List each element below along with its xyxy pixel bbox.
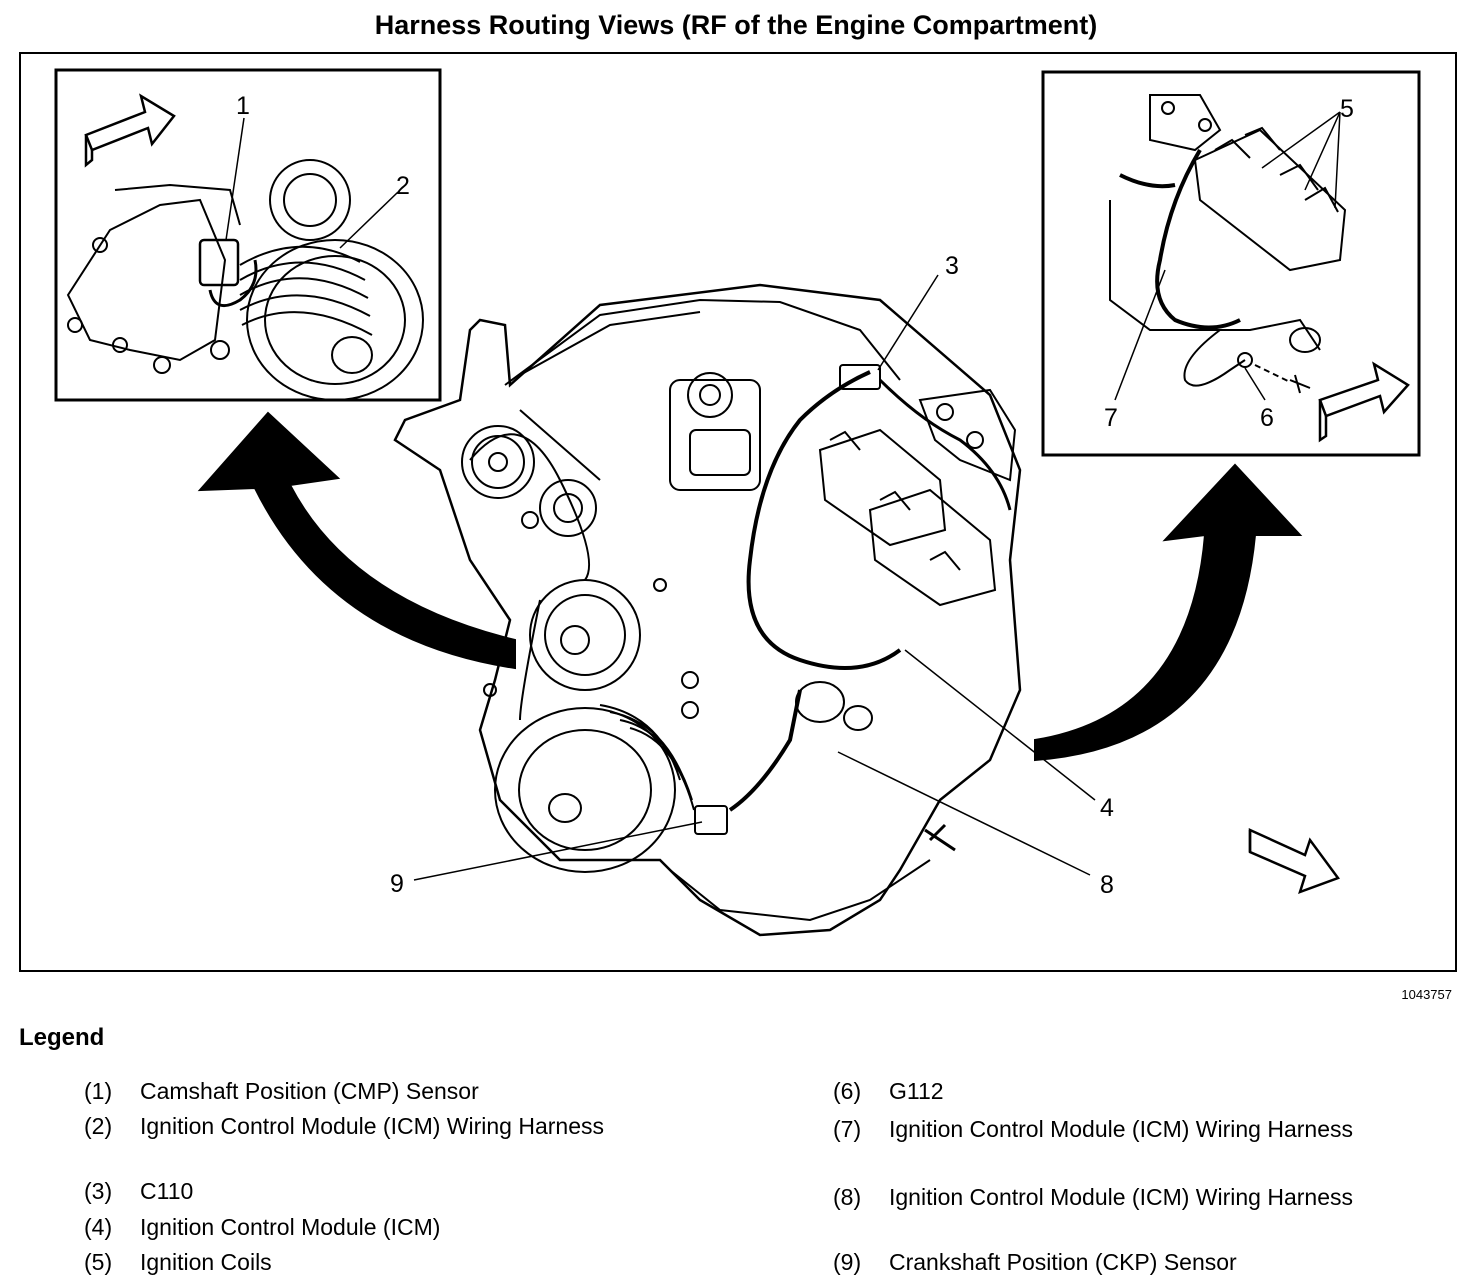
right-curved-arrow xyxy=(1034,463,1303,762)
callout-1: 1 xyxy=(236,92,250,120)
callout-9: 9 xyxy=(390,870,404,898)
engine-block xyxy=(393,283,1022,937)
engine-illustration xyxy=(54,68,1421,937)
left-inset xyxy=(54,68,442,402)
legend-item-text: C110 xyxy=(140,1178,194,1204)
legend-item-text: Crankshaft Position (CKP) Sensor xyxy=(889,1249,1237,1275)
figure-number: 1043757 xyxy=(1401,987,1452,1002)
legend-item-number: (6) xyxy=(833,1078,862,1104)
legend-item-number: (5) xyxy=(84,1249,113,1275)
legend-item-number: (4) xyxy=(84,1214,113,1240)
legend-item-text: Ignition Control Module (ICM) Wiring Har… xyxy=(889,1184,1353,1210)
callout-4: 4 xyxy=(1100,794,1114,822)
left-curved-arrow xyxy=(197,411,516,670)
callout-3: 3 xyxy=(945,252,959,280)
legend-item-number: (2) xyxy=(84,1113,113,1139)
diagram-frame xyxy=(19,52,1457,972)
callout-5: 5 xyxy=(1340,95,1354,123)
legend-item-number: (7) xyxy=(833,1116,862,1142)
callout-6: 6 xyxy=(1260,404,1274,432)
legend-item-text: Ignition Control Module (ICM) xyxy=(140,1214,441,1240)
diagram-title: Harness Routing Views (RF of the Engine … xyxy=(374,10,1098,40)
callout-7: 7 xyxy=(1104,404,1118,432)
callout-8: 8 xyxy=(1100,871,1114,899)
legend-item-text: G112 xyxy=(889,1078,944,1104)
legend-item-text: Ignition Coils xyxy=(140,1249,272,1275)
legend-item-number: (9) xyxy=(833,1249,862,1275)
legend-item-text: Ignition Control Module (ICM) Wiring Har… xyxy=(889,1116,1353,1142)
legend-item-text: Ignition Control Module (ICM) Wiring Har… xyxy=(140,1113,604,1139)
legend-item-text: Camshaft Position (CMP) Sensor xyxy=(140,1078,479,1104)
legend-item-number: (8) xyxy=(833,1184,862,1210)
right-inset xyxy=(1041,70,1421,457)
legend-item-number: (3) xyxy=(84,1178,113,1204)
legend-heading: Legend xyxy=(19,1024,105,1051)
legend-item-number: (1) xyxy=(84,1078,113,1104)
callout-2: 2 xyxy=(396,172,410,200)
